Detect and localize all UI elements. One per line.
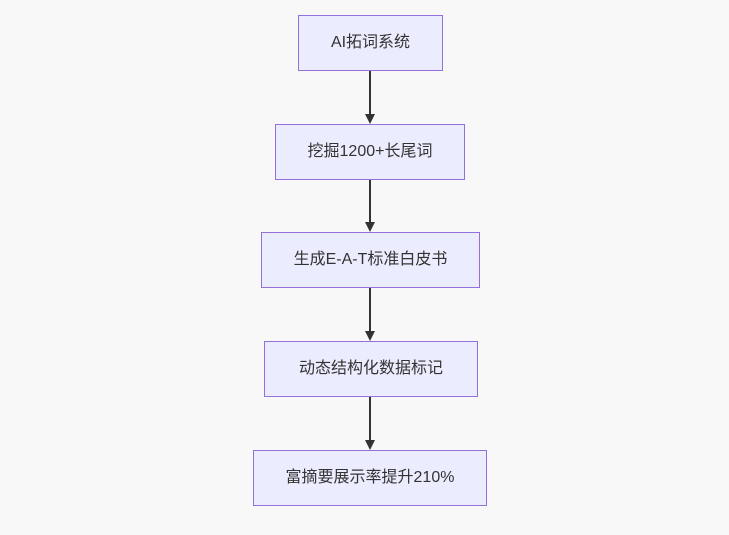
flow-node-longtail-mining: 挖掘1200+长尾词 bbox=[275, 124, 465, 180]
flow-edge-2-line bbox=[369, 180, 371, 223]
flow-edge-3-line bbox=[369, 288, 371, 332]
flow-node-label: AI拓词系统 bbox=[330, 34, 411, 51]
flow-node-label: 挖掘1200+长尾词 bbox=[307, 143, 433, 160]
flow-node-label: 富摘要展示率提升210% bbox=[285, 469, 455, 486]
flow-node-rich-snippet-result: 富摘要展示率提升210% bbox=[253, 450, 487, 506]
arrow-down-icon bbox=[364, 222, 375, 232]
flow-node-label: 动态结构化数据标记 bbox=[298, 360, 443, 377]
flow-node-ai-keyword-system: AI拓词系统 bbox=[298, 15, 443, 71]
flow-edge-1-line bbox=[369, 71, 371, 115]
flow-node-eat-whitepaper: 生成E-A-T标准白皮书 bbox=[261, 232, 480, 288]
flow-edge-4-line bbox=[369, 397, 371, 441]
flow-node-label: 生成E-A-T标准白皮书 bbox=[293, 251, 448, 268]
arrow-down-icon bbox=[364, 114, 375, 124]
arrow-down-icon bbox=[364, 331, 375, 341]
arrow-down-icon bbox=[364, 440, 375, 450]
flow-node-structured-data-markup: 动态结构化数据标记 bbox=[264, 341, 478, 397]
